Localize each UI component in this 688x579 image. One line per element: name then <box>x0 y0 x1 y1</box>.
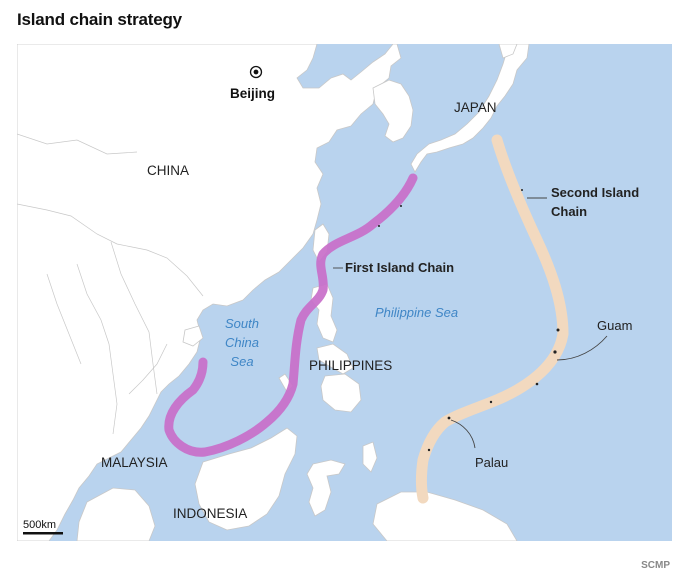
south-china-sea-label-line3: Sea <box>230 354 253 369</box>
island-specks <box>378 189 560 452</box>
visayas-islands <box>316 343 354 375</box>
borneo-island <box>194 427 298 531</box>
halmahera-island <box>362 441 378 473</box>
first-island-chain-line <box>164 173 418 457</box>
scale-bar <box>23 532 63 535</box>
malaysia-label: MALAYSIA <box>101 455 168 470</box>
japan-islands <box>410 44 530 173</box>
philippines-label: PHILIPPINES <box>309 358 392 373</box>
mainland-asia <box>17 44 402 541</box>
map-title: Island chain strategy <box>17 10 182 29</box>
sulawesi-island <box>306 459 346 517</box>
palau-label: Palau <box>475 455 508 470</box>
japan-label: JAPAN <box>454 100 497 115</box>
hainan-island <box>182 325 204 347</box>
country-borders <box>17 133 204 435</box>
second-island-chain-label-line1: Second Island <box>551 185 639 200</box>
new-guinea-island <box>372 491 518 541</box>
hokkaido-island <box>498 44 518 59</box>
first-island-chain-label: First Island Chain <box>345 260 454 275</box>
second-island-chain-label-line2: Chain <box>551 204 587 219</box>
callout-lines <box>333 197 608 449</box>
scale-label: 500km <box>23 519 56 531</box>
mindanao-island <box>320 373 362 413</box>
korea-peninsula <box>372 79 414 143</box>
south-china-sea-label-line1: South <box>225 316 259 331</box>
island-chain-map: Beijing CHINA JAPAN PHILIPPINES MALAYSIA… <box>17 44 672 541</box>
second-island-chain-line <box>416 134 569 504</box>
source-credit: SCMP <box>641 560 670 571</box>
china-label: CHINA <box>147 163 189 178</box>
sumatra-island <box>76 487 156 541</box>
south-china-sea-label-line2: China <box>225 335 259 350</box>
guam-label: Guam <box>597 318 632 333</box>
beijing-label: Beijing <box>230 86 275 101</box>
beijing-marker-dot <box>253 69 259 75</box>
philippine-sea-label: Philippine Sea <box>375 305 458 320</box>
indonesia-label: INDONESIA <box>173 506 247 521</box>
